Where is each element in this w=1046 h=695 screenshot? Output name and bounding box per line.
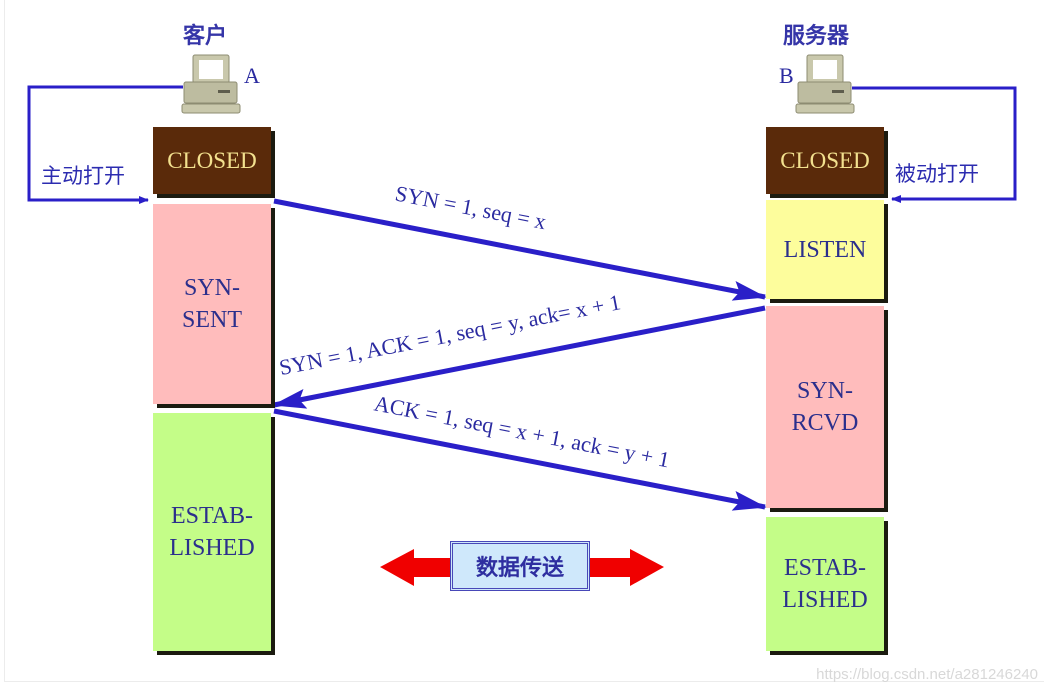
active-open-arrow [27,85,183,204]
ack-arrow [273,408,767,511]
client-label: 客户 [183,24,228,49]
double-arrow-icon [380,549,664,586]
syn-ack-arrow [272,305,766,409]
client-computer-icon [181,54,241,114]
server-letter: B [779,63,794,88]
client-letter: A [244,63,260,88]
server-computer-icon [795,54,855,114]
data-transfer-label: 数据传送 [450,541,590,591]
client-state-syn-sent: SYN- SENT [153,204,271,404]
passive-open-arrow [852,86,1017,203]
server-state-syn-rcvd: SYN- RCVD [766,306,884,508]
server-state-listen: LISTEN [766,200,884,299]
server-label: 服务器 [783,24,850,49]
server-state-established: ESTAB- LISHED [766,517,884,651]
client-state-established: ESTAB- LISHED [153,413,271,651]
watermark: https://blog.csdn.net/a281246240 [816,666,1038,683]
syn-arrow [273,198,767,301]
client-state-closed: CLOSED [153,127,271,194]
active-open-label: 主动打开 [41,164,125,188]
passive-open-label: 被动打开 [895,162,979,186]
image-frame [4,0,1044,682]
server-state-closed: CLOSED [766,127,884,194]
